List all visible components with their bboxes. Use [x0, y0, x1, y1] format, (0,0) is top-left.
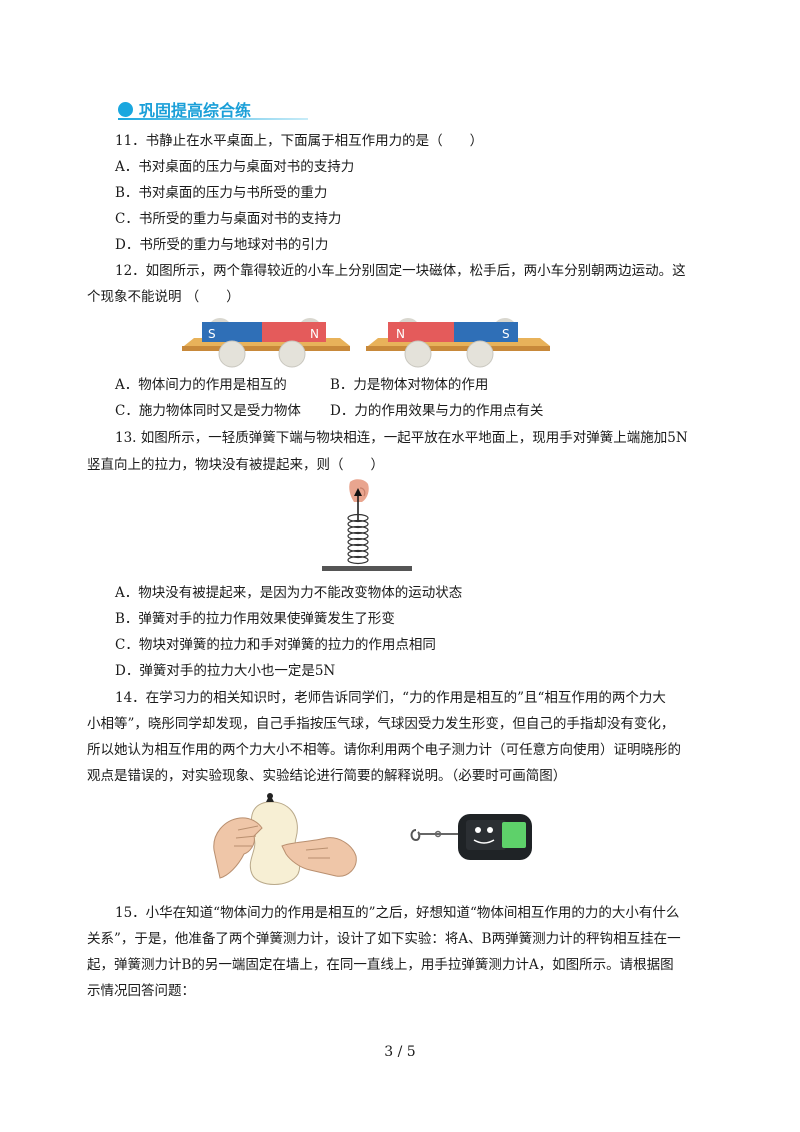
balloon-icon [249, 793, 301, 885]
q15-line1: 15．小华在知道“物体间力的作用是相互的”之后，好想知道“物体间相互作用的力的大… [115, 905, 680, 921]
q11-option-d: D．书所受的重力与地球对书的引力 [115, 237, 329, 253]
car-1: S N [182, 318, 350, 368]
car2-left-pole: N [396, 327, 405, 341]
q13-option-d: D．弹簧对手的拉力大小也一定是5N [115, 663, 336, 679]
section-header: 巩固提高综合练 [118, 97, 251, 121]
force-meter-body [458, 814, 532, 860]
page-number: 3 / 5 [384, 1044, 416, 1060]
section-title: 巩固提高综合练 [139, 101, 252, 120]
car2-right-pole: S [502, 327, 510, 341]
spring-block-figure [322, 479, 412, 571]
hook-icon [410, 829, 458, 842]
q13-option-c: C．物块对弹簧的拉力和手对弹簧的拉力的作用点相同 [115, 637, 436, 653]
q14-line3: 所以她认为相互作用的两个力大小不相等。请你利用两个电子测力计（可任意方向使用）证… [87, 742, 681, 758]
electronic-force-meter-figure [410, 814, 532, 860]
bullet-dot-icon [118, 101, 133, 117]
car-2: N S [366, 318, 550, 368]
q12-option-c: C．施力物体同时又是受力物体 [115, 403, 301, 419]
q13-option-b: B．弹簧对手的拉力作用效果使弹簧发生了形变 [115, 611, 395, 627]
q12-option-a: A．物体间力的作用是相互的 [115, 377, 287, 393]
spring [347, 513, 369, 565]
q13-force-value: 5N [667, 430, 688, 446]
q13-option-a: A．物块没有被提起来，是因为力不能改变物体的运动状态 [115, 585, 463, 601]
q14-line4: 观点是错误的，对实验现象、实验结论进行简要的解释说明。（必要时可画简图） [87, 768, 567, 784]
ground [322, 566, 412, 571]
q11-option-c: C．书所受的重力与桌面对书的支持力 [115, 211, 342, 227]
q13-stem-line2: 竖直向上的拉力，物块没有被提起来，则（ ） [87, 457, 384, 473]
balloon-finger-figure [213, 793, 357, 885]
magnet-cars-figure: S N N S [182, 318, 550, 368]
q11-option-b: B．书对桌面的压力与书所受的重力 [115, 185, 328, 201]
q14-line2: 小相等”，晓彤同学却发现，自己手指按压气球，气球因受力发生形变，但自己的手指却没… [87, 716, 675, 732]
q11-stem: 11．书静止在水平桌面上，下面属于相互作用力的是（ ） [115, 133, 484, 149]
q12-option-d: D．力的作用效果与力的作用点有关 [330, 403, 544, 419]
q13-stem-line1: 13. 如图所示，一轻质弹簧下端与物块相连，一起平放在水平地面上，现用手对弹簧上… [115, 429, 688, 447]
q14-line1: 14．在学习力的相关知识时，老师告诉同学们，“力的作用是相互的”且“相互作用的两… [115, 690, 666, 706]
q15-line3: 起，弹簧测力计B的另一端固定在墙上，在同一直线上，用手拉弹簧测力计A，如图所示。… [87, 957, 674, 973]
section-underline [118, 118, 308, 120]
car1-left-pole: S [208, 327, 216, 341]
car1-right-pole: N [310, 327, 319, 341]
q12-option-b: B．力是物体对物体的作用 [330, 377, 489, 393]
q11-option-a: A．书对桌面的压力与桌面对书的支持力 [115, 159, 355, 175]
left-hand-icon [213, 817, 263, 879]
meter-display [502, 822, 526, 848]
right-hand-finger-icon [281, 837, 357, 877]
q13-stem-text: 13. 如图所示，一轻质弹簧下端与物块相连，一起平放在水平地面上，现用手对弹簧上… [115, 430, 668, 446]
q15-line4: 示情况回答问题： [87, 983, 195, 999]
q12-stem-line1: 12．如图所示，两个靠得较近的小车上分别固定一块磁体，松手后，两小车分别朝两边运… [115, 263, 686, 279]
q15-line2: 关系”，于是，他准备了两个弹簧测力计，设计了如下实验：将A、B两弹簧测力计的秤钩… [87, 931, 681, 947]
q12-stem-line2: 个现象不能说明 （ ） [87, 289, 240, 305]
